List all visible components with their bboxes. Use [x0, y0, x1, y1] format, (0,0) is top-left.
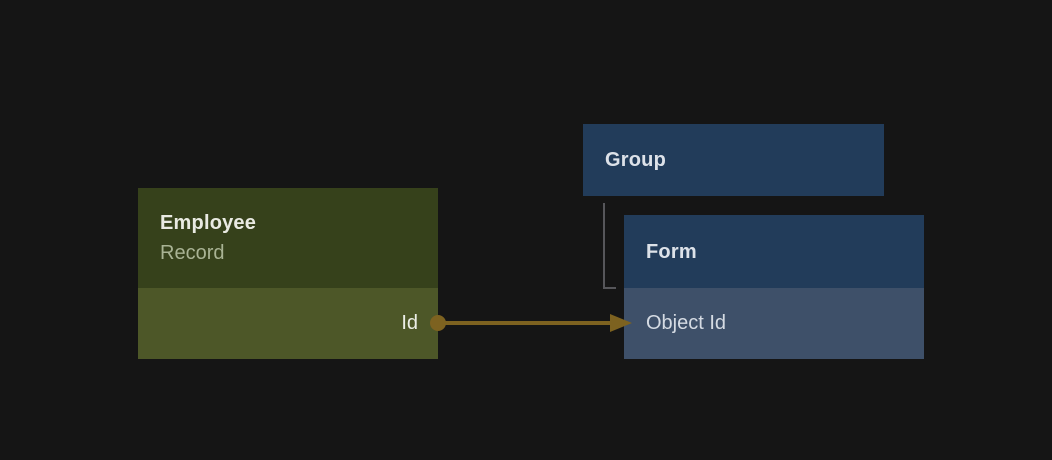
- node-form[interactable]: Form Object Id: [624, 215, 924, 359]
- field-row-object-id[interactable]: Object Id: [624, 288, 924, 359]
- node-group-title: Group: [605, 149, 666, 171]
- node-employee-subtitle: Record: [160, 242, 225, 264]
- field-label-object-id: Object Id: [646, 312, 727, 334]
- field-row-id[interactable]: Id: [138, 288, 438, 359]
- field-label-id: Id: [401, 312, 418, 334]
- node-group-header[interactable]: Group: [583, 124, 884, 196]
- node-group[interactable]: Group: [583, 124, 884, 196]
- node-employee-title: Employee: [160, 212, 257, 234]
- node-form-title: Form: [646, 240, 697, 263]
- node-employee-record[interactable]: Employee Record Id: [138, 188, 438, 359]
- edge-group-to-form[interactable]: [603, 203, 616, 289]
- arrowhead-icon: [610, 314, 632, 332]
- node-form-header[interactable]: Form: [624, 215, 924, 288]
- node-employee-header[interactable]: Employee Record: [138, 188, 438, 288]
- edge-id-to-object-id[interactable]: [430, 314, 632, 332]
- connection-dot-icon[interactable]: [430, 315, 446, 331]
